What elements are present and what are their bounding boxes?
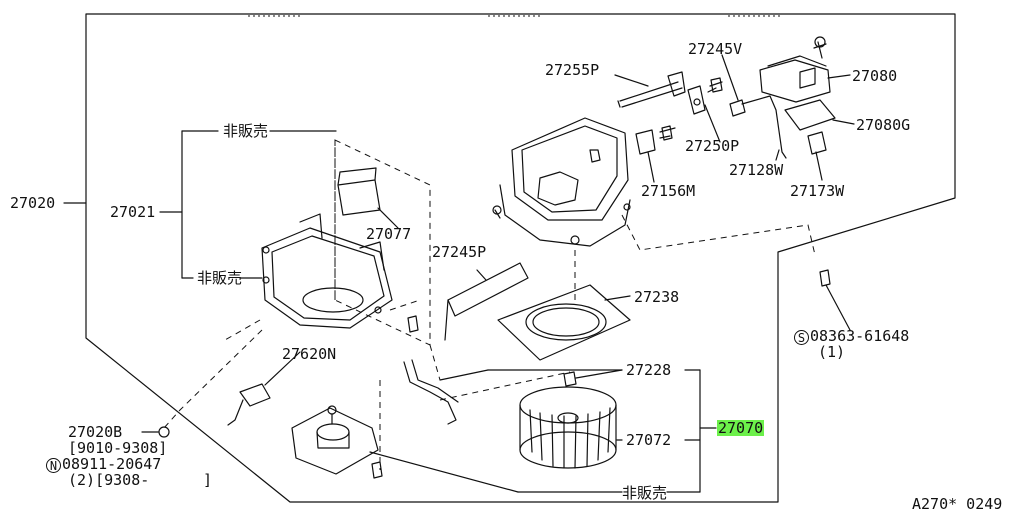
blower-housing — [492, 117, 631, 247]
hose — [403, 361, 457, 425]
label-27021: 27021 — [110, 203, 156, 221]
label-08363-qty: (1) — [818, 343, 846, 361]
flap-27245P — [447, 262, 529, 317]
s-circle-icon: S — [794, 330, 809, 345]
filter-27077 — [337, 179, 381, 216]
label-not-for-sale-mid: 非販売 — [197, 269, 243, 287]
label-27228: 27228 — [626, 361, 672, 379]
label-08911-end: ] — [203, 471, 213, 489]
fan-27072 — [519, 386, 617, 469]
label-08911-sub: (2)[9308- — [68, 471, 150, 489]
resistor-27620N — [239, 383, 271, 407]
label-27620N: 27620N — [282, 345, 337, 363]
actuator-27080 — [759, 36, 831, 103]
label-not-for-sale-bottom: 非販売 — [622, 484, 668, 502]
lower-housing-27021 — [261, 213, 393, 329]
label-27173W: 27173W — [790, 182, 845, 200]
label-27020: 27020 — [10, 194, 56, 212]
label-08911-code: 08911-20647 — [62, 455, 162, 473]
nut-27020B — [158, 426, 170, 438]
label-27255P: 27255P — [545, 61, 600, 79]
label-27020B-range: [9010-9308] — [68, 439, 168, 457]
gasket-27238 — [497, 284, 631, 361]
diagram-code: A270* 0249 — [912, 495, 1003, 513]
rod-27255P — [617, 81, 683, 108]
label-27250P: 27250P — [685, 137, 740, 155]
label-not-for-sale-top: 非販売 — [223, 122, 269, 140]
label-27245P: 27245P — [432, 243, 487, 261]
rod-27128W — [741, 95, 787, 159]
label-27238: 27238 — [634, 288, 680, 306]
label-08363-code: 08363-61648 — [810, 327, 910, 345]
label-27156M: 27156M — [641, 182, 696, 200]
label-27080G: 27080G — [856, 116, 911, 134]
label-27070-highlighted[interactable]: 27070 — [717, 419, 765, 437]
n-circle-icon: N — [46, 458, 61, 473]
assembly-boundary — [85, 13, 956, 503]
label-27020B: 27020B — [68, 423, 123, 441]
motor-assembly — [291, 405, 379, 475]
label-27128W: 27128W — [729, 161, 784, 179]
label-27077: 27077 — [366, 225, 412, 243]
label-27080: 27080 — [852, 67, 898, 85]
label-27072: 27072 — [626, 431, 672, 449]
label-27245V: 27245V — [688, 40, 743, 58]
